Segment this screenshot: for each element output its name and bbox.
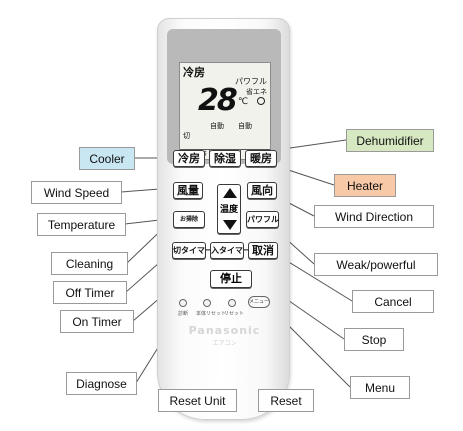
reset-label: リセット [224, 311, 245, 317]
fan-speed-button[interactable]: 風量 [173, 182, 203, 199]
callout-heater: Heater [334, 174, 396, 197]
on-timer-button[interactable]: 入タイマー [210, 242, 251, 259]
fan-direction-button[interactable]: 風向 [247, 182, 277, 199]
lcd-unit: ℃ [238, 97, 249, 107]
cancel-button[interactable]: 取消 [248, 242, 278, 259]
lcd-mode: 冷房 [183, 66, 205, 79]
lcd-auto-2: 自動 [238, 122, 252, 130]
arrow-up-icon[interactable] [223, 188, 237, 198]
lcd-temperature: 28 [198, 83, 238, 118]
callout-dehumidifier: Dehumidifier [346, 129, 434, 152]
lcd-display: 冷房 パワフル 28 ℃ 省エネ 自動 自動 切 の時間帯 風量 風向 [179, 62, 271, 160]
arrow-down-icon[interactable] [223, 220, 237, 230]
lcd-powerful: パワフル [235, 77, 267, 86]
callout-off-timer: Off Timer [53, 281, 127, 304]
heat-button[interactable]: 暖房 [245, 150, 277, 167]
diagnose-button[interactable] [179, 299, 187, 307]
reset-unit-label: 本体リセット [196, 311, 227, 317]
callout-on-timer: On Timer [60, 310, 134, 333]
callout-reset-unit: Reset Unit [158, 389, 237, 412]
clean-button[interactable]: お掃除 [173, 211, 205, 228]
eco-icon [257, 97, 265, 105]
remote-control: 冷房 パワフル 28 ℃ 省エネ 自動 自動 切 の時間帯 風量 風向 冷房 除… [157, 18, 290, 420]
lcd-auto-1: 自動 [210, 122, 224, 130]
stop-button[interactable]: 停止 [210, 270, 252, 288]
cool-button[interactable]: 冷房 [173, 150, 205, 167]
lcd-off: 切 [183, 132, 190, 140]
callout-cooler: Cooler [79, 147, 135, 170]
callout-menu: Menu [350, 376, 410, 399]
callout-cleaning: Cleaning [51, 252, 128, 275]
callout-temperature: Temperature [37, 213, 126, 236]
reset-unit-button[interactable] [203, 299, 211, 307]
off-timer-button[interactable]: 切タイマー [172, 242, 213, 259]
callout-reset: Reset [258, 389, 314, 412]
callout-cancel: Cancel [352, 290, 434, 313]
reset-button[interactable] [228, 299, 236, 307]
temperature-button[interactable]: 温度 [217, 184, 241, 234]
powerful-button[interactable]: パワフル [246, 211, 279, 228]
callout-wind-direction: Wind Direction [314, 205, 434, 228]
diagnose-label: 診断 [178, 311, 189, 317]
dry-button[interactable]: 除湿 [209, 150, 241, 167]
callout-stop: Stop [344, 328, 404, 351]
lcd-eco: 省エネ [246, 88, 267, 96]
callout-diagnose: Diagnose [66, 372, 137, 395]
brand-logo: Panasonic [188, 324, 261, 337]
menu-button[interactable]: メニュー [248, 296, 270, 308]
callout-wind-speed: Wind Speed [31, 181, 122, 204]
sub-brand: エアコン [212, 340, 237, 347]
temperature-label: 温度 [219, 205, 238, 215]
callout-weak-powerful: Weak/powerful [314, 253, 438, 276]
